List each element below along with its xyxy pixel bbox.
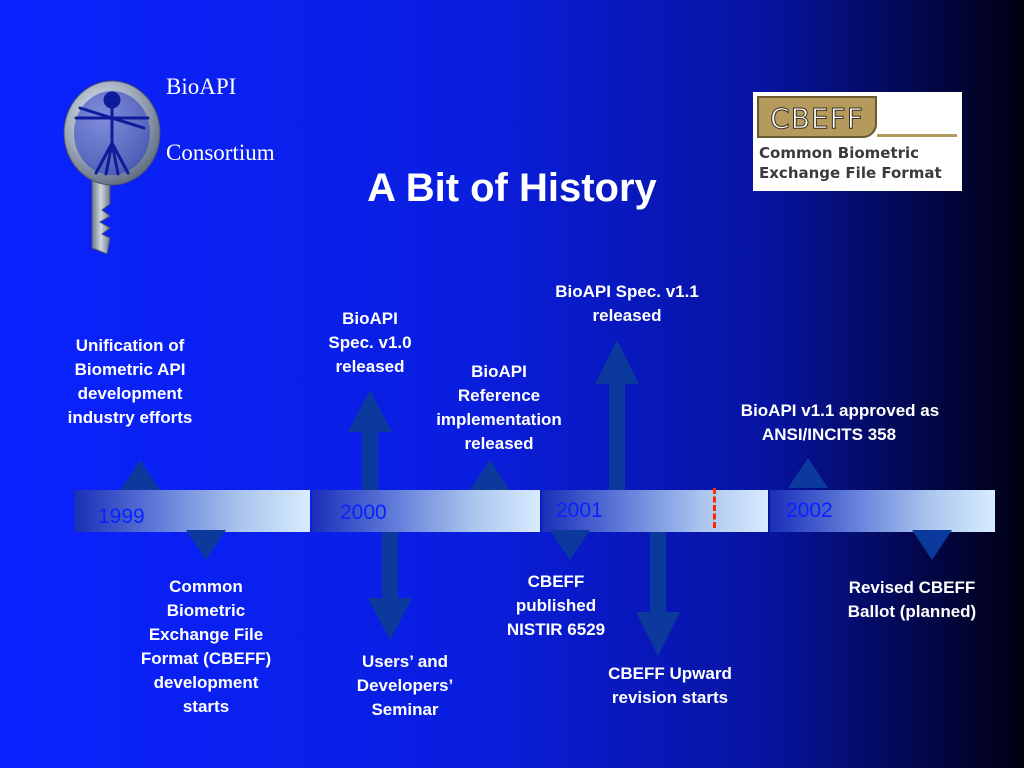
cbeff-line-1: Common Biometric [759,144,920,162]
logo-text-consortium: Consortium [166,140,275,165]
slide-title: A Bit of History [367,166,657,210]
year-label-2002: 2002 [786,499,833,522]
event-spec-v10-line: released [335,357,405,376]
event-cbeff-development-line: Biometric [166,601,246,620]
event-cbeff-development-line: Exchange File [148,625,264,644]
event-spec-v11-line: BioAPI Spec. v1.1 [555,282,699,301]
year-label-1999: 1999 [98,505,145,528]
cbeff-underline [877,134,957,137]
event-unification-line: Unification of [75,336,185,355]
event-nistir: CBEFF published NISTIR 6529 [486,570,626,642]
event-reference-impl-line: implementation [436,410,562,429]
cbeff-logo: CBEFF Common Biometric Exchange File For… [753,92,962,191]
event-revised-ballot: Revised CBEFF Ballot (planned) [822,576,1002,624]
event-revised-ballot-line: Ballot (planned) [847,602,977,621]
timeline-bar-2000 [312,490,540,532]
triangle-down-1999 [186,530,226,560]
timeline-bar-1999 [74,490,310,532]
event-upward-revision-line: revision starts [611,688,729,707]
event-upward-revision-line: CBEFF Upward [608,664,732,683]
event-unification-line: Biometric API [74,360,186,379]
cbeff-badge: CBEFF [757,96,877,138]
event-ansi-approval-line: ANSI/INCITS 358 [761,425,897,444]
event-seminar-line: Seminar [371,700,439,719]
arrow-up-spec11 [595,340,639,490]
event-spec-v10-line: Spec. v1.0 [328,333,412,352]
event-unification-line: development [77,384,183,403]
event-seminar-line: Developers’ [356,676,454,695]
logo-text-bioapi: BioAPI [166,74,237,99]
event-spec-v10: BioAPI Spec. v1.0 released [300,307,440,379]
event-spec-v10-line: BioAPI [342,309,398,328]
arrow-down-upward [636,532,680,656]
event-nistir-line: NISTIR 6529 [506,620,606,639]
triangle-up-1999 [120,460,160,490]
event-reference-impl-line: BioAPI [471,362,527,381]
event-spec-v11-line: released [592,306,662,325]
timeline-bar-2001 [542,490,768,532]
triangle-down-2001 [550,530,590,560]
year-label-2001: 2001 [556,499,603,522]
event-cbeff-development-line: Format (CBEFF) [140,649,272,668]
event-cbeff-development-line: development [153,673,259,692]
event-upward-revision: CBEFF Upward revision starts [580,662,760,710]
event-seminar: Users’ and Developers’ Seminar [330,650,480,722]
cbeff-badge-text: CBEFF [770,102,864,136]
event-unification-line: industry efforts [67,408,193,427]
cbeff-line-2: Exchange File Format [759,164,942,182]
event-reference-impl-line: Reference [457,386,541,405]
event-cbeff-development: Common Biometric Exchange File Format (C… [116,575,296,719]
event-seminar-line: Users’ and [362,652,448,671]
event-reference-impl: BioAPI Reference implementation released [414,360,584,456]
event-nistir-line: CBEFF [527,572,585,591]
event-ansi-approval-line: BioAPI v1.1 approved as [740,401,940,420]
arrow-up-spec10 [348,390,392,490]
event-cbeff-development-line: Common [169,577,243,596]
event-cbeff-development-line: starts [182,697,230,716]
bioapi-logo [62,78,162,258]
event-ansi-approval: BioAPI v1.1 approved as ANSI/INCITS 358 [718,399,962,447]
event-spec-v11: BioAPI Spec. v1.1 released [527,280,727,328]
triangle-up-2000b [470,460,510,490]
year-label-2000: 2000 [340,501,387,524]
triangle-up-2002 [788,458,828,488]
event-reference-impl-line: released [464,434,534,453]
triangle-down-2002 [912,530,952,560]
key-with-vitruvian-man-icon [63,80,161,255]
event-unification: Unification of Biometric API development… [40,334,220,430]
arrow-down-seminar [368,532,412,640]
timeline-bar-2002 [770,490,995,532]
event-revised-ballot-line: Revised CBEFF [848,578,976,597]
current-date-marker [713,488,716,528]
event-nistir-line: published [515,596,597,615]
